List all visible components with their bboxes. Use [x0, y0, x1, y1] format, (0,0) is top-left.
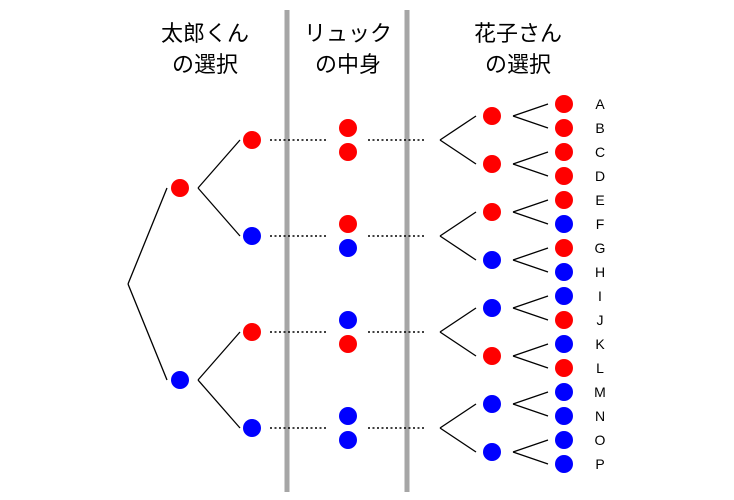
leaf-node-k: [555, 335, 573, 353]
leaf-edge-5: [512, 199, 549, 213]
leaf-node-c: [555, 143, 573, 161]
leaf-label-e: E: [595, 192, 604, 208]
hanako-first-node-2: [483, 155, 501, 173]
leaf-label-p: P: [595, 456, 604, 472]
leaf-edge-4: [512, 163, 549, 177]
level1-edge-3: [197, 331, 241, 381]
leaf-node-j: [555, 311, 573, 329]
leaf-label-a: A: [595, 96, 605, 112]
hanako-first-node-1: [483, 107, 501, 125]
hanako-edge-6: [439, 331, 477, 357]
bag-heading-line2: の中身: [315, 53, 381, 78]
leaf-node-h: [555, 263, 573, 281]
taro-second-node-1: [243, 131, 261, 149]
bag-ball-3-bottom: [339, 335, 357, 353]
leaf-label-o: O: [595, 432, 606, 448]
hanako-first-node-3: [483, 203, 501, 221]
hanako-edge-1: [439, 115, 477, 141]
leaf-edge-9: [512, 295, 549, 309]
hanako-edge-7: [439, 403, 477, 429]
leaf-node-m: [555, 383, 573, 401]
leaf-label-h: H: [595, 264, 605, 280]
bag-heading-line1: リュック: [304, 22, 392, 47]
hanako-edge-8: [439, 427, 477, 453]
leaf-label-l: L: [596, 360, 604, 376]
leaf-node-i: [555, 287, 573, 305]
bag-ball-3-top: [339, 311, 357, 329]
taro-first-node-1: [171, 179, 189, 197]
leaf-node-d: [555, 167, 573, 185]
bag-ball-2-bottom: [339, 239, 357, 257]
taro-second-node-3: [243, 323, 261, 341]
leaf-edge-3: [512, 151, 549, 165]
level1-edge-4: [197, 379, 241, 429]
leaf-label-i: I: [598, 288, 602, 304]
leaf-edge-16: [512, 451, 549, 465]
leaf-node-o: [555, 431, 573, 449]
leaf-label-n: N: [595, 408, 605, 424]
taro-heading-line2: の選択: [172, 53, 238, 78]
root-edge-2: [127, 283, 168, 381]
leaf-edge-15: [512, 439, 549, 453]
leaf-node-e: [555, 191, 573, 209]
root-edge-1: [127, 187, 168, 285]
leaf-edge-2: [512, 115, 549, 129]
hanako-edge-5: [439, 307, 477, 333]
leaf-node-l: [555, 359, 573, 377]
leaf-edge-10: [512, 307, 549, 321]
leaf-label-g: G: [595, 240, 606, 256]
leaf-edge-11: [512, 343, 549, 357]
leaf-edge-12: [512, 355, 549, 369]
leaf-label-k: K: [595, 336, 605, 352]
bag-ball-4-top: [339, 407, 357, 425]
taro-second-node-2: [243, 227, 261, 245]
tree-edges: [127, 103, 549, 465]
leaf-edge-14: [512, 403, 549, 417]
leaf-label-c: C: [595, 144, 605, 160]
hanako-first-node-8: [483, 443, 501, 461]
leaf-label-d: D: [595, 168, 605, 184]
leaf-edge-1: [512, 103, 549, 117]
taro-first-node-2: [171, 371, 189, 389]
bag-ball-1-bottom: [339, 143, 357, 161]
hanako-edge-3: [439, 211, 477, 237]
hanako-edge-2: [439, 139, 477, 165]
leaf-node-p: [555, 455, 573, 473]
leaf-edge-13: [512, 391, 549, 405]
leaf-label-j: J: [597, 312, 604, 328]
hanako-first-node-7: [483, 395, 501, 413]
leaf-node-a: [555, 95, 573, 113]
hanako-first-node-6: [483, 347, 501, 365]
taro-second-node-4: [243, 419, 261, 437]
leaf-edge-8: [512, 259, 549, 273]
leaf-edge-7: [512, 247, 549, 261]
leaf-label-f: F: [596, 216, 605, 232]
taro-heading-line1: 太郎くん: [161, 22, 249, 47]
hanako-first-node-5: [483, 299, 501, 317]
leaf-label-b: B: [595, 120, 604, 136]
hanako-first-node-4: [483, 251, 501, 269]
hanako-edge-4: [439, 235, 477, 261]
bag-ball-2-top: [339, 215, 357, 233]
leaf-label-m: M: [594, 384, 606, 400]
level1-edge-1: [197, 139, 241, 189]
bag-ball-1-top: [339, 119, 357, 137]
hanako-heading-line2: の選択: [485, 53, 551, 78]
leaf-node-b: [555, 119, 573, 137]
leaf-edge-6: [512, 211, 549, 225]
bag-ball-4-bottom: [339, 431, 357, 449]
leaf-node-f: [555, 215, 573, 233]
level1-edge-2: [197, 187, 241, 237]
tree-nodes: [171, 95, 573, 473]
hanako-heading-line1: 花子さん: [474, 22, 562, 47]
leaf-node-n: [555, 407, 573, 425]
leaf-node-g: [555, 239, 573, 257]
